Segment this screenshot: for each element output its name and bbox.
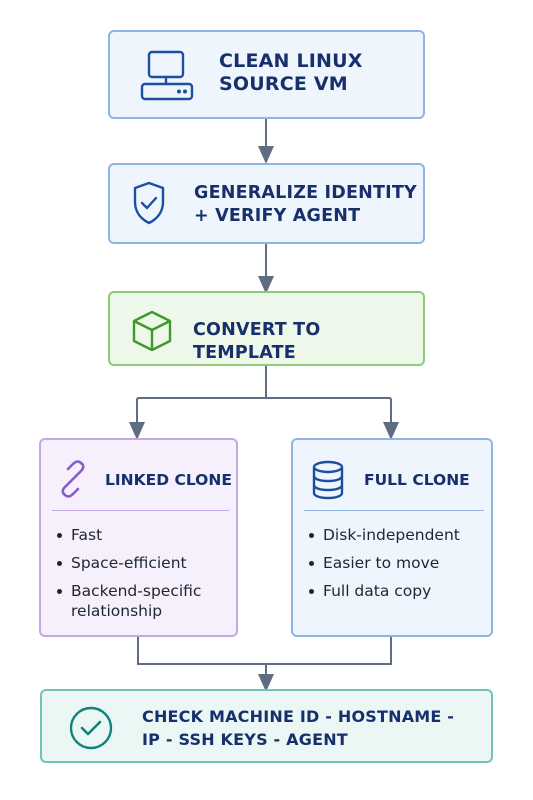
linked-clone-box: LINKED CLONE Fast Space-efficient Backen… (39, 438, 238, 637)
full-clone-list: Disk-independent Easier to move Full dat… (309, 525, 489, 609)
cube-icon (132, 310, 172, 352)
list-item: Easier to move (309, 553, 489, 573)
shield-check-icon (133, 181, 165, 225)
full-clone-title: FULL CLONE (364, 471, 470, 489)
linked-clone-list: Fast Space-efficient Backend-specific re… (57, 525, 235, 629)
computer-icon (140, 50, 194, 101)
source-vm-box: CLEAN LINUX SOURCE VM (108, 30, 425, 119)
list-item: Disk-independent (309, 525, 489, 545)
generalize-title: GENERALIZE IDENTITY + VERIFY AGENT (194, 183, 417, 226)
list-item: Space-efficient (57, 553, 235, 573)
link-icon (61, 460, 85, 498)
branch-connector (136, 366, 392, 431)
full-clone-box: FULL CLONE Disk-independent Easier to mo… (291, 438, 493, 637)
check-box: CHECK MACHINE ID - HOSTNAME - IP - SSH K… (40, 689, 493, 763)
linked-clone-divider (52, 510, 229, 511)
list-item: Full data copy (309, 581, 489, 601)
list-item: Fast (57, 525, 235, 545)
generalize-box: GENERALIZE IDENTITY + VERIFY AGENT (108, 163, 425, 244)
check-title: CHECK MACHINE ID - HOSTNAME - IP - SSH K… (142, 707, 455, 749)
check-circle-icon (69, 706, 113, 750)
full-clone-divider (304, 510, 484, 511)
linked-clone-title: LINKED CLONE (105, 471, 232, 489)
template-box: CONVERT TO TEMPLATE (108, 291, 425, 366)
list-item: Backend-specific relationship (57, 581, 235, 621)
database-icon (312, 460, 344, 500)
source-vm-title: CLEAN LINUX SOURCE VM (219, 50, 363, 95)
merge-connector (137, 637, 392, 682)
template-title: CONVERT TO TEMPLATE (193, 320, 321, 363)
